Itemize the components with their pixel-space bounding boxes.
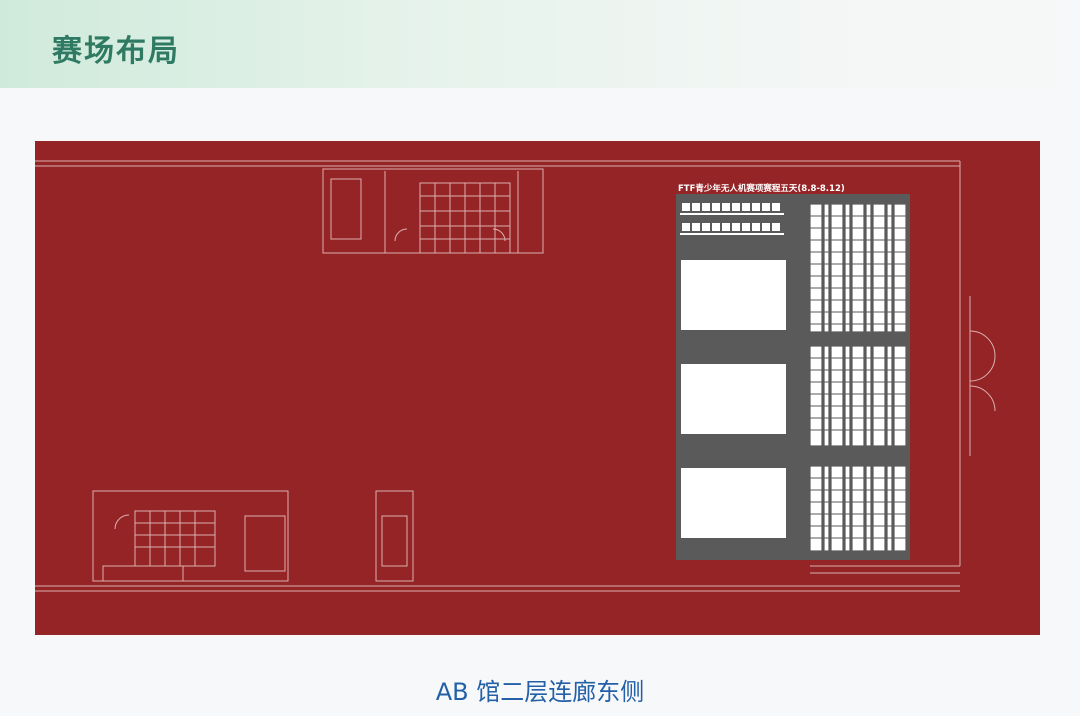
header-band [0,0,1080,88]
page-title: 赛场布局 [52,34,180,69]
floor-plan-map: FTF青少年无人机赛项赛程五天(8.8-8.12) [35,141,1040,635]
layout-caption: AB 馆二层连廊东侧 [435,678,645,706]
flight-zone-1 [681,260,786,330]
desk-dividers [810,215,906,539]
arena-label: FTF青少年无人机赛项赛程五天(8.8-8.12) [678,183,845,194]
team-desks [809,203,907,552]
spectator-seats-top [680,203,784,235]
flight-zone-2 [681,364,786,434]
building-walls [35,160,996,592]
flight-zone-3 [681,468,786,538]
floor-plan-drawing: FTF青少年无人机赛项赛程五天(8.8-8.12) [35,160,996,592]
